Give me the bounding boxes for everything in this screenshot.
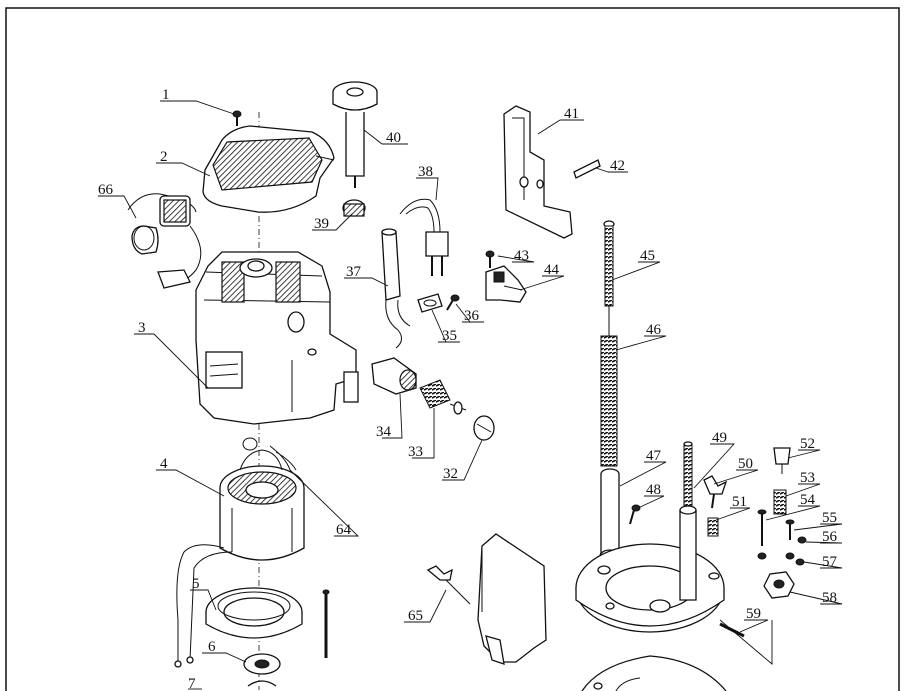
callout-58: 58	[822, 590, 837, 606]
callout-46: 46	[646, 322, 662, 338]
callout-65: 65	[408, 608, 423, 624]
callout-51: 51	[732, 494, 747, 510]
part-sub-base	[581, 655, 727, 691]
callout-33: 33	[408, 444, 423, 460]
callout-6: 6	[208, 639, 216, 655]
part-54-screw	[757, 509, 767, 546]
part-40-adjust-knob	[332, 81, 378, 188]
part-50-wing-nut	[703, 475, 728, 509]
callout-35: 35	[442, 328, 457, 344]
part-1-screw	[232, 110, 242, 126]
part-58-hex-nut	[763, 571, 795, 599]
callout-labels: 1 2 3 4 5 6 7 32 33 34 35 36 37 38 39 40…	[98, 87, 838, 691]
part-43-screw	[485, 250, 495, 268]
part-42-spring	[573, 159, 601, 179]
callout-40: 40	[386, 130, 401, 146]
part-36-screw	[446, 294, 460, 311]
callout-48: 48	[646, 482, 661, 498]
callout-64: 64	[336, 522, 352, 538]
part-32-cap	[473, 415, 495, 441]
callout-7: 7	[188, 676, 196, 691]
callout-41: 41	[564, 106, 579, 122]
part-51-spring	[707, 517, 719, 537]
callout-66: 66	[98, 182, 114, 198]
part-57-nut	[757, 552, 805, 566]
callout-5: 5	[192, 576, 200, 592]
part-66-cable	[127, 193, 202, 289]
part-base-plate	[575, 543, 725, 633]
part-49-threaded-post	[679, 441, 697, 601]
part-44-switch	[485, 265, 527, 303]
callout-32: 32	[443, 466, 458, 482]
callout-54: 54	[800, 492, 816, 508]
callout-47: 47	[646, 448, 662, 464]
callout-36: 36	[464, 308, 480, 324]
callout-52: 52	[800, 436, 815, 452]
leader-lines	[98, 100, 843, 690]
part-long-screw	[322, 589, 330, 658]
callout-3: 3	[138, 320, 146, 336]
callout-56: 56	[822, 529, 838, 545]
callout-42: 42	[610, 158, 625, 174]
part-6-bearing	[243, 653, 281, 687]
callout-44: 44	[544, 262, 560, 278]
callout-2: 2	[160, 149, 168, 165]
callout-37: 37	[346, 264, 362, 280]
callout-43: 43	[514, 248, 529, 264]
part-chip-guard	[477, 533, 547, 665]
callout-55: 55	[822, 510, 837, 526]
part-53-spring	[773, 489, 787, 515]
callout-45: 45	[640, 248, 655, 264]
part-37-cord-guard	[381, 228, 411, 349]
part-39-small-knob	[342, 199, 366, 217]
callout-57: 57	[822, 554, 838, 570]
part-38-power-plug	[399, 198, 449, 276]
callout-59: 59	[746, 606, 761, 622]
part-45-threaded-rod	[603, 220, 615, 336]
part-35-cord-clamp	[417, 293, 443, 313]
part-33-spring	[419, 379, 467, 415]
part-48-screw	[629, 504, 641, 525]
part-34-housing	[371, 357, 417, 395]
callout-34: 34	[376, 424, 392, 440]
callout-38: 38	[418, 164, 433, 180]
part-55-screw	[785, 519, 795, 540]
callout-1: 1	[162, 87, 170, 103]
callout-49: 49	[712, 430, 727, 446]
part-41-bracket	[503, 105, 573, 239]
part-4-field-stator	[174, 449, 305, 668]
part-56-washer	[785, 536, 807, 560]
part-2-top-cover	[202, 125, 335, 213]
callout-50: 50	[738, 456, 753, 472]
callout-53: 53	[800, 470, 815, 486]
part-65-wing-screw	[426, 565, 471, 605]
callout-39: 39	[314, 216, 329, 232]
part-64-brush	[242, 437, 299, 481]
drawing-border	[5, 7, 900, 691]
part-52-knob-bolt	[773, 447, 791, 474]
part-5-ring	[205, 587, 303, 639]
part-46-spring	[600, 335, 618, 467]
callout-4: 4	[160, 456, 168, 472]
part-3-motor-housing	[195, 251, 359, 425]
